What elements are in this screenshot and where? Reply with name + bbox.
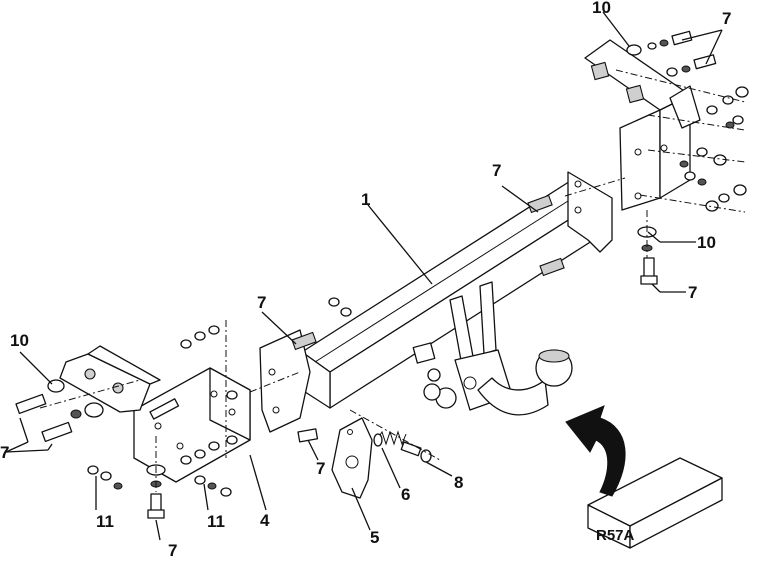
label-part-1: 1 (361, 190, 370, 209)
right-bracket (584, 39, 701, 211)
label-part-7-bottom-left: 7 (168, 541, 177, 560)
left-assembly-axes (39, 320, 301, 492)
leader-lines (5, 11, 723, 541)
label-part-7-bottom-center: 7 (316, 459, 325, 478)
label-part-8: 8 (454, 473, 463, 492)
crossbeam-part-1 (301, 171, 613, 409)
label-part-7-left-lower: 7 (0, 443, 9, 462)
curved-arrow-icon (565, 405, 626, 497)
model-box-label: R57A (596, 527, 635, 544)
right-assembly-axes (564, 69, 746, 213)
spring-part-6 (373, 430, 407, 447)
label-part-10-right: 10 (697, 233, 716, 252)
label-part-11-right: 11 (207, 512, 225, 531)
label-part-5: 5 (370, 528, 379, 547)
label-part-10-top: 10 (592, 0, 611, 17)
left-bracket-part-4 (133, 329, 319, 483)
label-part-7-center: 7 (492, 161, 501, 180)
left-fasteners (87, 297, 352, 519)
bolt-part-8 (400, 441, 432, 463)
label-part-11-left: 11 (96, 512, 114, 531)
tow-ball-assembly (412, 281, 573, 416)
label-part-10-left: 10 (10, 331, 29, 350)
left-mounting-arm (15, 345, 161, 443)
label-part-7-top-right: 7 (722, 9, 731, 28)
label-part-7-right: 7 (688, 283, 697, 302)
label-part-6: 6 (401, 485, 410, 504)
label-part-7-left-upper: 7 (257, 293, 266, 312)
part-labels: 1 10 7 7 10 7 7 10 7 11 11 4 7 7 5 6 8 (0, 0, 731, 560)
model-box: R57A (587, 457, 723, 549)
label-part-4: 4 (260, 511, 270, 530)
socket-plate-part-5 (331, 417, 373, 499)
socket-axis (349, 409, 441, 461)
